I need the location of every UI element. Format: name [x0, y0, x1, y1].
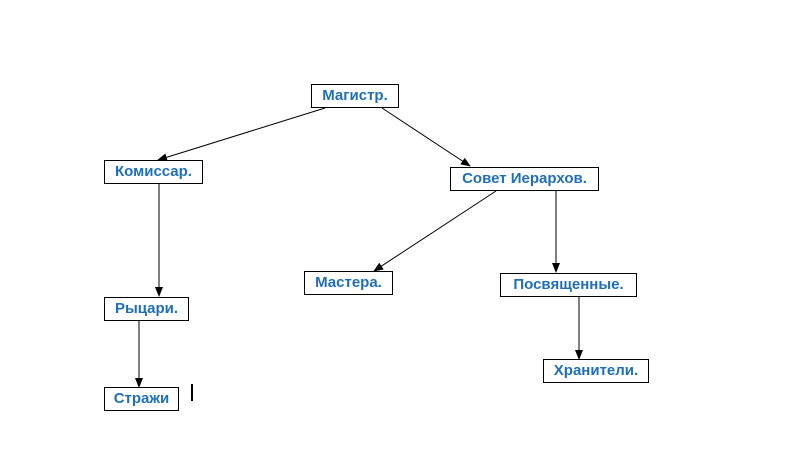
- edge-magistr-komissar: [157, 107, 326, 162]
- node-magistr[interactable]: Магистр.: [311, 84, 399, 108]
- edge-magistr-sovet: [381, 107, 471, 167]
- edge-sovet-mastera: [373, 190, 497, 272]
- text-cursor: [191, 384, 193, 401]
- node-hraniteli[interactable]: Хранители.: [543, 359, 649, 383]
- node-straji[interactable]: Стражи: [104, 387, 179, 411]
- node-rycari[interactable]: Рыцари.: [104, 297, 189, 321]
- node-posvyashchennye[interactable]: Посвященные.: [500, 273, 637, 297]
- node-sovet-ierarhov[interactable]: Совет Иерархов.: [450, 167, 599, 191]
- node-mastera[interactable]: Мастера.: [304, 271, 393, 295]
- node-komissar[interactable]: Комиссар.: [104, 160, 203, 184]
